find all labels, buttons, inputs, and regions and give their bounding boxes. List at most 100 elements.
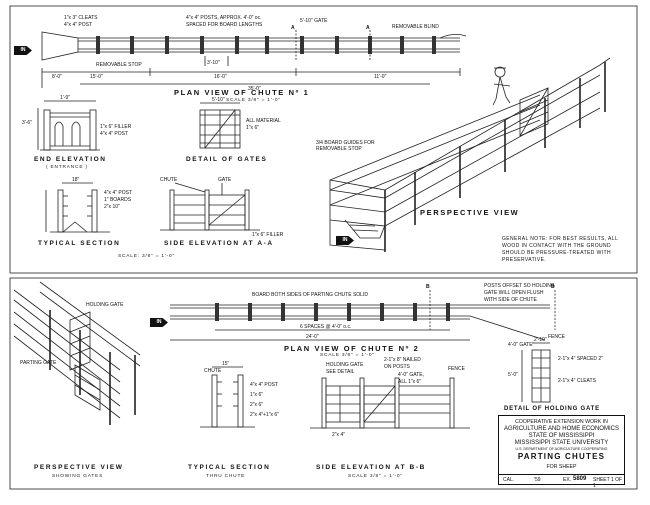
title-block: COOPERATIVE EXTENSION WORK IN AGRICULTUR… <box>498 415 625 489</box>
side-b-on-posts: ON POSTS <box>384 364 410 370</box>
dim-35ft: 35'-0" <box>248 86 261 92</box>
end-elev-width: 1'-9" <box>60 95 70 101</box>
typ-sec2-2x4: 2"x 4"+1"x 6" <box>250 412 279 418</box>
gate-detail-drawing <box>199 102 241 149</box>
label-gate: 5'-10" GATE <box>300 18 328 24</box>
typ-sec-width: 18" <box>72 177 80 183</box>
label-post: 4"x 4" POST <box>64 22 93 28</box>
gates-width: 5'-10" <box>212 97 225 103</box>
tb-year: '59 <box>534 477 541 483</box>
label-posts-note-2: SPACED FOR BOARD LENGTHS <box>186 22 263 28</box>
side-b-2x4: 2"x 4" <box>332 432 346 438</box>
typical-section-title: TYPICAL SECTION <box>38 240 121 247</box>
side-elevation-a-title: SIDE ELEVATION AT A-A <box>164 240 274 247</box>
plan-view-2-scale: SCALE 3/8" = 1'-0" <box>320 353 375 358</box>
tb-ex-label: EX. <box>563 477 572 483</box>
perspective-view-chute-1 <box>329 57 611 252</box>
perspective-view-2-subtitle: SHOWING GATES <box>52 474 104 479</box>
tb-line3: STATE OF MISSISSIPPI <box>528 433 595 439</box>
side-b-all-1x6: ALL 1"x 6" <box>398 379 422 385</box>
label-posts-offset-2: GATE WILL OPEN FLUSH <box>484 290 544 296</box>
typical-section-2-title: TYPICAL SECTION <box>188 464 271 471</box>
typical-section-2-subtitle: THRU CHUTE <box>206 474 246 479</box>
end-elevation-subtitle: ( ENTRANCE ) <box>46 165 88 170</box>
label-stop: REMOVABLE STOP <box>96 62 142 68</box>
side-elevation-a-drawing <box>160 182 260 231</box>
plan-view-2-title: PLAN VIEW OF CHUTE Nº 2 <box>284 344 420 353</box>
end-elev-filler: 1"x 6" FILLER <box>100 124 132 130</box>
plan-view-1-title: PLAN VIEW OF CHUTE Nº 1 <box>174 88 310 97</box>
section-a-left: A <box>291 25 295 31</box>
label-parting-gate: PARTING GATE <box>20 360 57 366</box>
dim-11ft: 11'-0" <box>374 74 387 80</box>
typ-sec2-width: 15" <box>222 361 230 367</box>
upper-panel-border <box>9 5 638 274</box>
label-cleats: 1"x 3" CLEATS <box>64 15 98 21</box>
side-b-fence: FENCE <box>448 366 465 372</box>
side-elevation-b-title: SIDE ELEVATION AT B-B <box>316 464 426 471</box>
label-blind: REMOVABLE BLIND <box>392 24 439 30</box>
entrance-arrow-icon: IN <box>14 46 32 55</box>
gates-material: ALL MATERIAL <box>246 118 281 124</box>
typ-sec-boards: 1" BOARDS <box>104 197 132 203</box>
general-note: GENERAL NOTE: FOR BEST RESULTS, ALL WOOD… <box>502 236 618 263</box>
holding-gate-title: DETAIL OF HOLDING GATE <box>504 406 600 412</box>
dim-3-10: 3'-10" <box>207 60 220 66</box>
tb-ex-number: 5809 <box>573 476 587 482</box>
tb-footer: CAL. '59 EX. 5809 SHEET 1 OF 1 <box>499 474 624 489</box>
tb-drawing-name: PARTING CHUTES <box>517 452 606 461</box>
detail-of-gates-title: DETAIL OF GATES <box>186 156 268 163</box>
label-holding-gate: HOLDING GATE <box>86 302 124 308</box>
side-b-see-detail: SEE DETAIL <box>326 369 355 375</box>
gates-material-size: 1"x 6" <box>246 125 260 131</box>
typ-sec2-1x6: 1"x 6" <box>250 392 264 398</box>
label-24ft: 24'-0" <box>306 334 319 340</box>
holding-height: 5'-0" <box>508 372 518 378</box>
perspective-view-gates <box>13 281 141 425</box>
label-posts-offset-3: WITH SIDE OF CHUTE <box>484 297 537 303</box>
label-posts-note: 4"x 4" POSTS, APPROX. 4'-0" oc. <box>186 15 262 21</box>
tb-for: FOR SHEEP <box>546 464 577 470</box>
holding-width: 2'-10" <box>534 337 547 343</box>
tb-line5: U.S. DEPARTMENT OF AGRICULTURE COOPERATI… <box>515 447 608 451</box>
typical-section-thru-chute <box>200 366 255 428</box>
dim-8ft: 8'-0" <box>52 74 62 80</box>
side-a-filler: 1"x 6" FILLER <box>252 232 284 238</box>
end-elev-post: 4"x 4" POST <box>100 131 129 137</box>
side-elevation-b-scale: SCALE 3/8" = 1'-0" <box>348 474 403 479</box>
side-a-chute: CHUTE <box>160 177 178 183</box>
label-posts-offset: POSTS OFFSET SO HOLDING <box>484 283 555 289</box>
dim-15ft: 15'-0" <box>90 74 103 80</box>
typ-sec2-chute: CHUTE <box>204 368 222 374</box>
label-spaces: 6 SPACES @ 4'-0" o.c. <box>300 324 352 330</box>
perspective-view-1-title: PERSPECTIVE VIEW <box>420 208 520 217</box>
typ-sec-post: 4"x 4" POST <box>104 190 133 196</box>
lower-panel-border <box>9 277 638 490</box>
tb-cal: CAL. <box>503 477 515 483</box>
tb-sheet: SHEET 1 OF 1 <box>593 477 623 489</box>
label-fence: FENCE <box>548 334 565 340</box>
plan-view-1-scale: SCALE 3/8" = 1'-0" <box>226 98 281 103</box>
typ-sec2-post: 4"x 4" POST <box>250 382 279 388</box>
side-b-nailed: 2-1"x 8" NAILED <box>384 357 421 363</box>
typ-sec-2x10: 2"x 10" <box>104 204 120 210</box>
typ-sec2-2x6: 2"x 6" <box>250 402 264 408</box>
label-board-note: BOARD BOTH SIDES OF PARTING CHUTE SOLID <box>252 292 368 298</box>
side-b-holding-gate: HOLDING GATE <box>326 362 364 368</box>
dim-16ft: 16'-0" <box>214 74 227 80</box>
plan-view-chute-1 <box>41 30 467 88</box>
tb-line2: AGRICULTURE AND HOME ECONOMICS <box>504 426 619 432</box>
section-a-right: A <box>366 25 370 31</box>
holding-gate-detail-drawing <box>521 342 551 403</box>
section-b-left: B <box>426 284 430 290</box>
holding-cleats: 2-1"x 4" CLEATS <box>558 378 596 384</box>
upper-sections-scale: SCALE: 3/8" = 1'-0" <box>118 254 175 259</box>
end-elevation-drawing <box>37 100 100 151</box>
entrance-arrow-icon-2: IN <box>336 236 354 245</box>
section-b-right: B <box>551 284 555 290</box>
perspective-view-2-title: PERSPECTIVE VIEW <box>34 464 124 471</box>
typical-section-drawing <box>45 182 110 233</box>
side-elevation-b-drawing <box>310 377 470 429</box>
